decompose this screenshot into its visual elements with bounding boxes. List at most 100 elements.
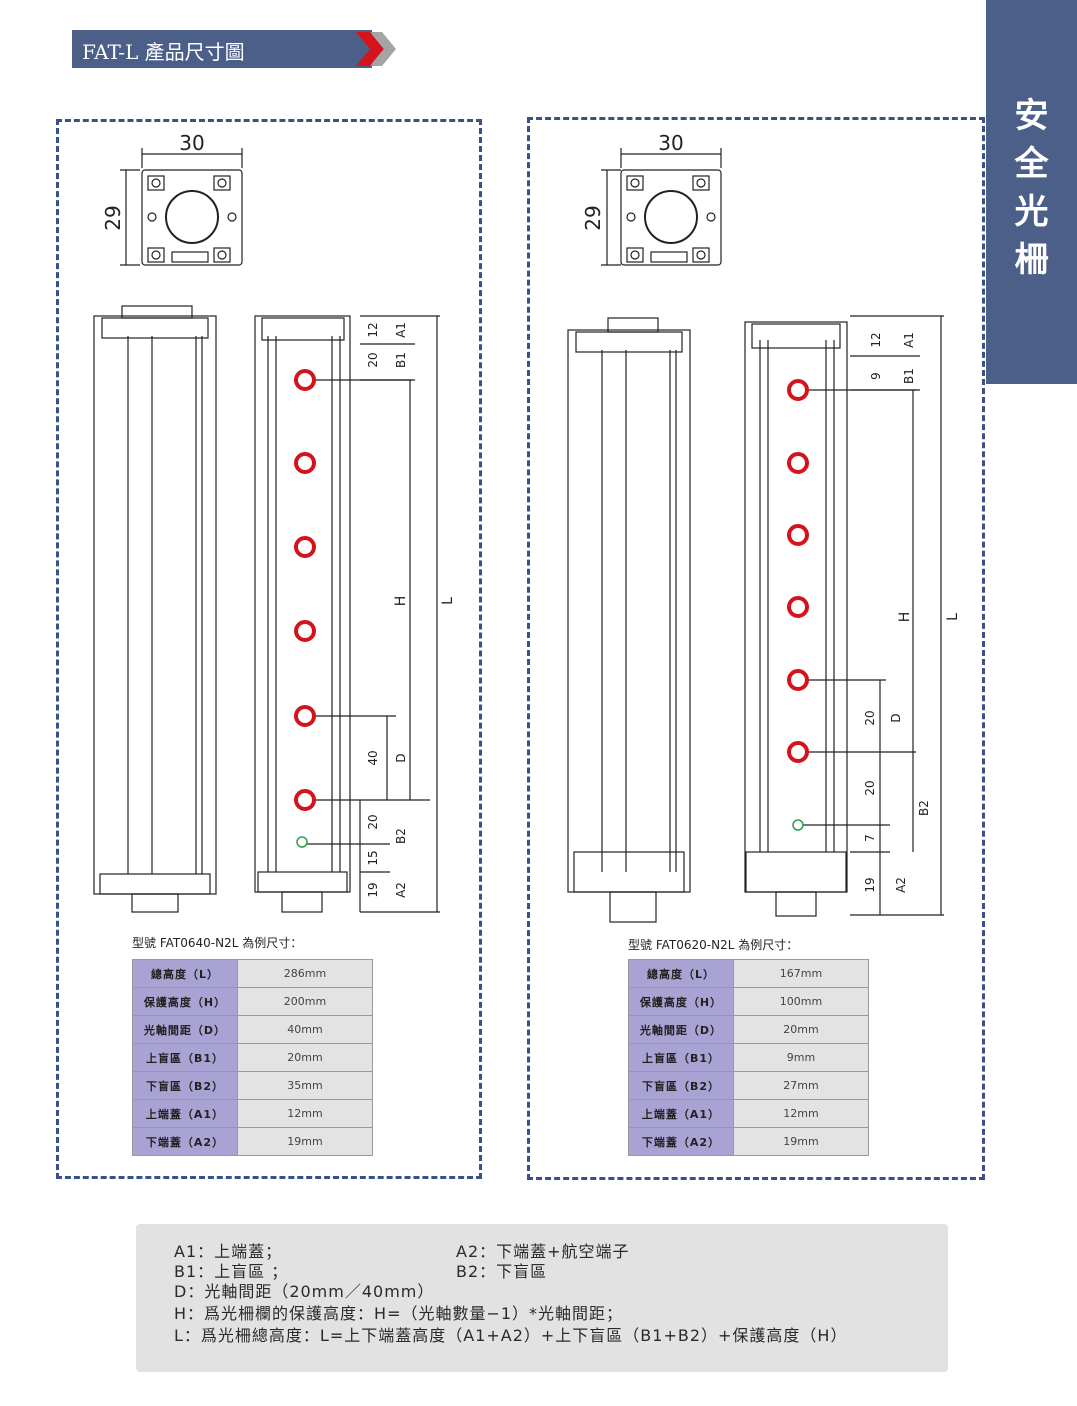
spec-label: 保護高度（H） [628, 987, 734, 1016]
table-row: 上端蓋（A1）12mm [132, 1099, 373, 1128]
sync-indicator [296, 836, 308, 848]
table-row: 保護高度（H）100mm [628, 987, 869, 1016]
note-d: D：光軸間距（20mm／40mm） [174, 1282, 435, 1301]
right-model-caption: 型號 FAT0620-N2L 為例尺寸： [628, 938, 799, 952]
side-tab-char: 柵 [1014, 240, 1049, 280]
table-row: 光軸間距（D）40mm [132, 1015, 373, 1044]
emitter-lens [294, 452, 316, 474]
spec-label: 下盲區（B2） [132, 1071, 238, 1100]
spec-value: 27mm [733, 1071, 869, 1100]
spec-value: 40mm [237, 1015, 373, 1044]
dim-a1-value: 12 [869, 332, 883, 347]
emitter-lens [294, 789, 316, 811]
spec-value: 19mm [733, 1127, 869, 1156]
spec-value: 20mm [733, 1015, 869, 1044]
side-tab-char: 安 [1014, 96, 1049, 136]
table-row: 保護高度（H）200mm [132, 987, 373, 1016]
light-curtain-3d-view [567, 329, 691, 893]
dim-b2-value-1: 20 [366, 814, 380, 829]
spec-value: 35mm [237, 1071, 373, 1100]
page-title: FAT-L 產品尺寸圖 [82, 40, 245, 64]
spec-label: 下盲區（B2） [628, 1071, 734, 1100]
table-row: 總高度（L）286mm [132, 959, 373, 988]
dim-label-l: L [440, 597, 456, 605]
spec-label: 上端蓋（A1） [132, 1099, 238, 1128]
dim-a2-value: 19 [863, 877, 877, 892]
dim-d-value: 40 [366, 750, 380, 765]
side-tab-char: 全 [1014, 144, 1049, 184]
note-b2: B2：下盲區 [456, 1262, 548, 1281]
dim-a1-value: 12 [366, 322, 380, 337]
emitter-lens [787, 596, 809, 618]
spec-label: 保護高度（H） [132, 987, 238, 1016]
note-h: H：爲光柵欄的保護高度：H=（光軸數量−1）*光軸間距； [174, 1304, 624, 1323]
dim-label-d: D [889, 713, 903, 722]
top-view-height-label: 29 [101, 205, 125, 230]
top-view-height-label: 29 [581, 205, 605, 230]
left-spec-table: 總高度（L）286mm 保護高度（H）200mm 光軸間距（D）40mm 上盲區… [132, 959, 373, 1156]
dim-label-a2: A2 [394, 882, 408, 898]
side-tab-char: 光 [1014, 192, 1049, 232]
dim-b2-value-2: 7 [863, 834, 877, 842]
dim-label-b2: B2 [394, 828, 408, 844]
chevron-right-icon [370, 32, 396, 66]
note-b1: B1：上盲區 ； [174, 1262, 289, 1281]
dim-label-d: D [394, 753, 408, 762]
table-row: 下盲區（B2）35mm [132, 1071, 373, 1100]
table-row: 上盲區（B1）9mm [628, 1043, 869, 1072]
note-a2: A2：下端蓋+航空端子 [456, 1242, 630, 1261]
dim-label-b1: B1 [902, 368, 916, 384]
end-cap-top-view [141, 169, 243, 266]
top-view-width-label: 30 [179, 131, 204, 155]
dim-label-h: H [393, 596, 409, 607]
spec-value: 20mm [237, 1043, 373, 1072]
dim-label-b2: B2 [917, 800, 931, 816]
table-row: 下端蓋（A2）19mm [132, 1127, 373, 1156]
spec-value: 100mm [733, 987, 869, 1016]
emitter-lens [294, 369, 316, 391]
dim-label-l: L [945, 613, 961, 621]
sync-indicator [792, 819, 804, 831]
spec-label: 總高度（L） [628, 959, 734, 988]
dim-b2-value-2: 15 [366, 850, 380, 865]
right-spec-table: 總高度（L）167mm 保護高度（H）100mm 光軸間距（D）20mm 上盲區… [628, 959, 869, 1156]
spec-label: 光軸間距（D） [132, 1015, 238, 1044]
spec-label: 上盲區（B1） [628, 1043, 734, 1072]
table-row: 上端蓋（A1）12mm [628, 1099, 869, 1128]
spec-value: 9mm [733, 1043, 869, 1072]
dim-label-a1: A1 [394, 322, 408, 338]
spec-label: 光軸間距（D） [628, 1015, 734, 1044]
emitter-lens [294, 536, 316, 558]
end-cap-top-view [620, 169, 722, 266]
left-model-caption: 型號 FAT0640-N2L 為例尺寸： [132, 936, 303, 950]
emitter-lens [787, 741, 809, 763]
dim-b2-value-1: 20 [863, 780, 877, 795]
spec-label: 總高度（L） [132, 959, 238, 988]
notes-box: A1：上端蓋； A2：下端蓋+航空端子 B1：上盲區 ； B2：下盲區 D：光軸… [136, 1224, 948, 1372]
dim-a2-value: 19 [366, 882, 380, 897]
dim-label-b1: B1 [394, 352, 408, 368]
spec-value: 286mm [237, 959, 373, 988]
spec-value: 12mm [237, 1099, 373, 1128]
dim-b1-value: 9 [869, 372, 883, 380]
table-row: 下端蓋（A2）19mm [628, 1127, 869, 1156]
left-panel [56, 119, 482, 1179]
table-row: 下盲區（B2）27mm [628, 1071, 869, 1100]
note-a1: A1：上端蓋； [174, 1242, 283, 1261]
table-row: 總高度（L）167mm [628, 959, 869, 988]
note-l: L：爲光柵總高度：L=上下端蓋高度（A1+A2）+上下盲區（B1+B2）+保護高… [174, 1326, 848, 1345]
spec-label: 上端蓋（A1） [628, 1099, 734, 1128]
spec-label: 下端蓋（A2） [628, 1127, 734, 1156]
spec-label: 下端蓋（A2） [132, 1127, 238, 1156]
dim-label-a2: A2 [894, 877, 908, 893]
emitter-lens [294, 620, 316, 642]
spec-value: 12mm [733, 1099, 869, 1128]
emitter-lens [294, 705, 316, 727]
spec-value: 167mm [733, 959, 869, 988]
emitter-lens [787, 524, 809, 546]
dim-d-value: 20 [863, 710, 877, 725]
spec-label: 上盲區（B1） [132, 1043, 238, 1072]
header-bar: FAT-L 產品尺寸圖 [72, 30, 372, 68]
